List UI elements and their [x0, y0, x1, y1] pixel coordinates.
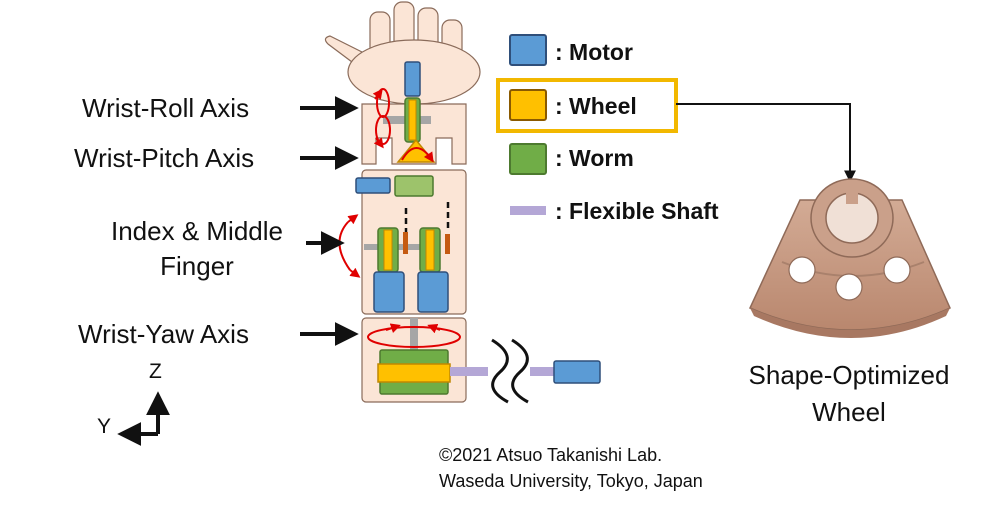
legend-wheel-label: : Wheel	[555, 93, 637, 119]
legend-wheel-swatch	[509, 89, 547, 121]
finger-label-line1: Index & Middle	[111, 216, 283, 246]
shape-optimized-wheel-illustration	[748, 178, 951, 338]
axis-labels: Wrist-Roll Axis Wrist-Pitch Axis Index &…	[74, 93, 359, 349]
wrist-yaw-label: Wrist-Yaw Axis	[78, 319, 249, 349]
mechanism-parts	[355, 61, 601, 404]
legend-shaft-label: : Flexible Shaft	[555, 198, 719, 224]
legend-highlight-box	[496, 78, 678, 133]
legend-worm-label: : Worm	[555, 145, 634, 171]
credit-line2: Waseda University, Tokyo, Japan	[439, 471, 703, 491]
finger-label-line2: Finger	[160, 251, 234, 281]
credit-line1: ©2021 Atsuo Takanishi Lab.	[439, 445, 662, 465]
legend-shaft-swatch	[510, 206, 546, 215]
legend-worm-swatch	[509, 143, 547, 175]
legend-motor-swatch	[509, 34, 547, 66]
wheel-caption-line2: Wheel	[812, 397, 886, 427]
z-axis-label: Z	[149, 360, 162, 383]
y-axis-label: Y	[97, 415, 111, 438]
wrist-pitch-label: Wrist-Pitch Axis	[74, 143, 254, 173]
coordinate-axes: Z Y	[97, 360, 170, 446]
wrist-roll-label: Wrist-Roll Axis	[82, 93, 249, 123]
rotation-arrows	[338, 88, 461, 348]
connector-line	[676, 103, 856, 183]
wheel-caption-line1: Shape-Optimized	[749, 360, 950, 390]
legend-motor-label: : Motor	[555, 39, 633, 65]
legend: : Motor : Wheel : Worm : Flexible Shaft	[496, 34, 719, 224]
hand-body	[324, 1, 481, 403]
